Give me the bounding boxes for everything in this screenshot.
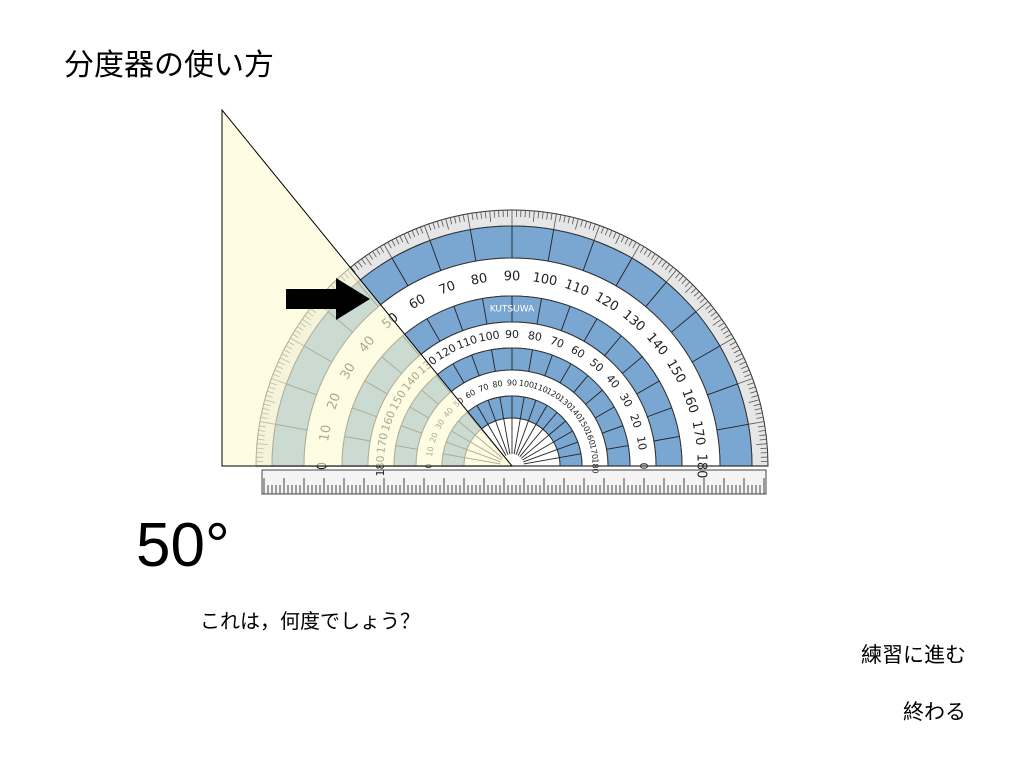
scale-label: 60 <box>464 388 477 401</box>
practice-link[interactable]: 練習に進む <box>861 643 966 667</box>
set-square-triangle <box>221 108 514 467</box>
scale-label: 90 <box>505 328 519 341</box>
scale-label: 60 <box>568 343 587 361</box>
scale-label: 100 <box>478 328 501 344</box>
protractor-figure: 0102030405060708090100110120130140150160… <box>221 108 769 495</box>
scale-label: 100 <box>518 379 535 391</box>
ruler-ticks <box>263 478 765 494</box>
brand-label: KUTSUWA <box>490 305 535 315</box>
scale-label: 80 <box>470 271 489 289</box>
pointer-arrow-icon <box>286 278 370 320</box>
scale-label: 80 <box>492 379 504 390</box>
end-link[interactable]: 終わる <box>903 700 966 724</box>
scale-label: 70 <box>548 334 566 351</box>
question-text: これは，何度でしょう？ <box>200 609 420 633</box>
scale-label: 170 <box>689 420 708 447</box>
slide-title: 分度器の使い方 <box>64 48 274 83</box>
angle-answer: 50° <box>136 511 230 580</box>
scale-label: 60 <box>407 292 429 313</box>
scale-label: 90 <box>504 270 521 285</box>
scale-label: 70 <box>437 279 458 299</box>
scale-label: 80 <box>527 329 543 344</box>
scale-label: 70 <box>477 382 490 394</box>
scale-label: 90 <box>507 379 517 388</box>
scale-label: 100 <box>531 270 558 289</box>
scale-label: 20 <box>627 412 644 430</box>
scale-label: 30 <box>617 391 635 410</box>
ruler-base <box>261 469 767 495</box>
scale-label: 10 <box>634 435 649 451</box>
scale-label: 170 <box>588 443 600 460</box>
